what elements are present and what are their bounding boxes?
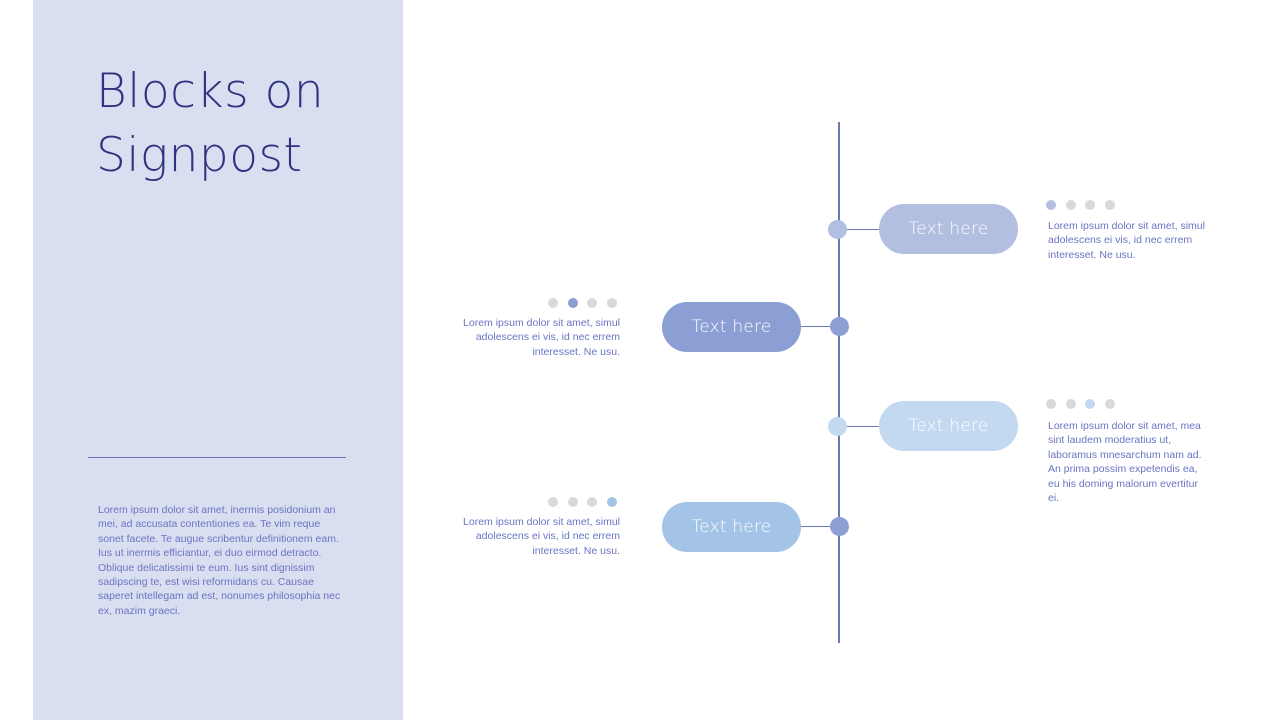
indicator-dot: [587, 497, 597, 507]
indicator-dot: [606, 298, 617, 308]
indicator-dot: [548, 497, 558, 507]
title-line-1: Blocks on: [96, 64, 325, 119]
title-divider: [88, 457, 346, 458]
connector-4: [800, 526, 840, 527]
indicator-dot: [1104, 399, 1115, 409]
indicator-dot: [1085, 200, 1095, 210]
side-panel: [33, 0, 403, 720]
item-pill-3[interactable]: Text here: [879, 401, 1018, 451]
item-description-1: Lorem ipsum dolor sit amet, simul adoles…: [1048, 220, 1205, 261]
indicator-dot: [1046, 200, 1056, 210]
timeline-axis: [838, 122, 840, 643]
indicator-dot: [1085, 399, 1095, 409]
timeline-node-2: [830, 317, 849, 336]
connector-1: [838, 229, 880, 230]
timeline-node-4: [830, 517, 849, 536]
indicator-dot: [567, 497, 578, 507]
item-description-4: Lorem ipsum dolor sit amet, simul adoles…: [463, 516, 620, 557]
item-description-3: Lorem ipsum dolor sit amet, mea sint lau…: [1048, 420, 1202, 505]
item-pill-1[interactable]: Text here: [879, 204, 1018, 254]
item-pill-4[interactable]: Text here: [662, 502, 801, 552]
indicator-dot: [567, 298, 578, 308]
item-description-2: Lorem ipsum dolor sit amet, simul adoles…: [463, 317, 620, 358]
indicator-dot: [606, 497, 617, 507]
timeline-node-1: [828, 220, 847, 239]
indicator-dot: [548, 298, 558, 308]
connector-2: [800, 326, 840, 327]
item-dots-2: [548, 298, 618, 308]
indicator-dot: [1046, 399, 1056, 409]
indicator-dot: [587, 298, 597, 308]
indicator-dot: [1065, 200, 1076, 210]
item-dots-1: [1046, 200, 1116, 210]
item-dots-3: [1046, 399, 1116, 409]
timeline-node-3: [828, 417, 847, 436]
item-pill-2[interactable]: Text here: [662, 302, 801, 352]
item-dots-4: [548, 497, 618, 507]
side-description: Lorem ipsum dolor sit amet, inermis posi…: [98, 504, 341, 617]
connector-3: [838, 426, 880, 427]
title-line-2: Signpost: [96, 128, 303, 183]
page-title: Blocks on Signpost: [96, 60, 376, 188]
indicator-dot: [1065, 399, 1076, 409]
indicator-dot: [1104, 200, 1115, 210]
